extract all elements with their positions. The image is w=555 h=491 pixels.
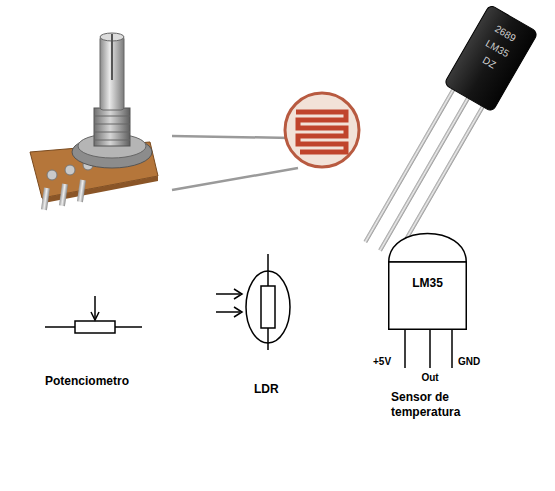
thread <box>94 124 130 125</box>
lead-wire <box>172 136 292 138</box>
lm35-pins <box>405 330 452 368</box>
lead <box>364 85 457 243</box>
pin <box>41 188 50 211</box>
ldr-outline <box>246 271 290 343</box>
package-body <box>389 262 467 329</box>
part-name: LM35 <box>388 276 467 290</box>
package-dome <box>389 233 467 262</box>
lm35-photo <box>356 4 538 264</box>
pin-name: GND <box>458 356 480 369</box>
solder-lug <box>65 165 75 175</box>
wiper-arrow <box>94 296 96 318</box>
chip-body <box>444 4 538 112</box>
wire <box>115 326 142 328</box>
ldr-photo <box>172 93 359 190</box>
potentiometer-symbol <box>45 296 142 333</box>
thread <box>94 140 130 141</box>
pin-line <box>429 330 431 368</box>
resistor-symbol <box>261 286 275 328</box>
resistor-symbol <box>75 321 115 333</box>
bushing <box>94 108 130 146</box>
light-arrow <box>216 311 240 313</box>
pin <box>77 180 86 203</box>
sensor-package: LM35 <box>388 228 467 330</box>
pin-line <box>451 330 453 368</box>
ldr-track <box>296 112 346 152</box>
ldr-disc <box>285 93 359 167</box>
pin-line <box>404 330 406 368</box>
solder-lug <box>47 170 57 180</box>
pin <box>59 184 68 207</box>
thread <box>94 116 130 117</box>
chip-marking: DZ <box>480 54 498 71</box>
shaft-slot <box>111 34 113 80</box>
pin-name: Out <box>421 372 438 385</box>
component-caption: Potenciometro <box>45 374 129 389</box>
pcb-edge <box>42 176 158 203</box>
arrowhead <box>234 307 242 317</box>
lead <box>378 94 471 252</box>
lead-wire <box>172 168 298 190</box>
pin-name: +5V <box>373 356 391 369</box>
component-caption: Sensor de temperatura <box>391 390 491 420</box>
arrowhead <box>91 312 99 320</box>
wire <box>267 328 269 350</box>
wire <box>267 254 269 286</box>
thread <box>94 132 130 133</box>
potentiometer-photo <box>30 33 158 210</box>
ldr-symbol <box>216 254 290 350</box>
component-caption: LDR <box>254 382 279 397</box>
wire <box>45 326 75 328</box>
arrowhead <box>234 289 242 299</box>
light-arrow <box>216 293 240 295</box>
